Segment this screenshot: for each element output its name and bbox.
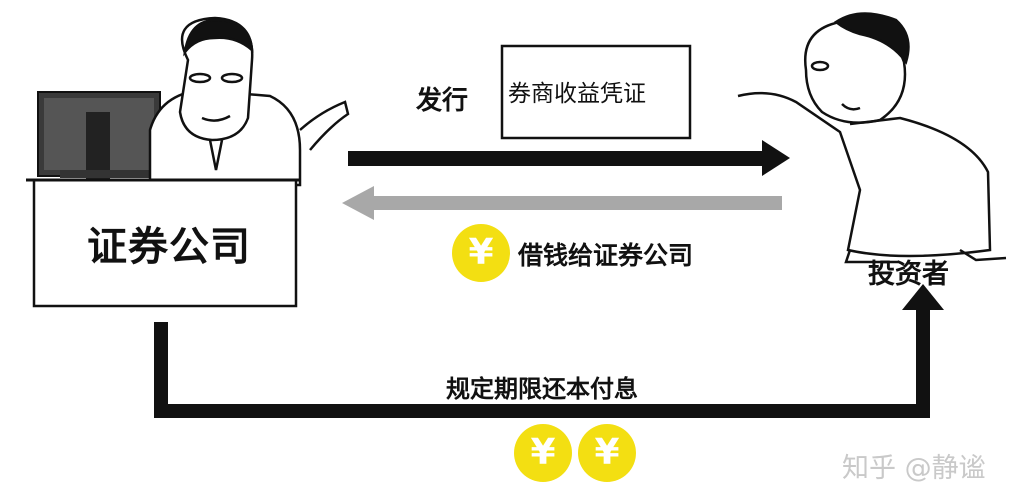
issue-arrow xyxy=(348,140,790,176)
borrow-arrow xyxy=(342,186,782,220)
certificate-box xyxy=(500,44,692,140)
investor-illustration xyxy=(737,12,1007,264)
yuan-coin-icon: ¥ xyxy=(578,424,636,482)
issue-label: 发行 xyxy=(416,86,469,116)
broker-illustration xyxy=(148,16,350,187)
yuan-coin-icon: ¥ xyxy=(452,224,510,282)
broker-desk xyxy=(26,178,300,308)
investor-label: 投资者 xyxy=(868,259,949,290)
computer-monitor-icon xyxy=(37,91,161,182)
borrow-label: 借钱给证券公司 xyxy=(518,241,694,270)
zhihu-watermark: 知乎 @静谧 xyxy=(842,453,986,484)
yuan-coin-icon: ¥ xyxy=(514,424,572,482)
securities-firm-label: 证券公司 xyxy=(87,224,251,270)
repay-arrow xyxy=(154,284,944,418)
repay-label: 规定期限还本付息 xyxy=(446,375,638,403)
certificate-label: 券商收益凭证 xyxy=(508,81,646,107)
